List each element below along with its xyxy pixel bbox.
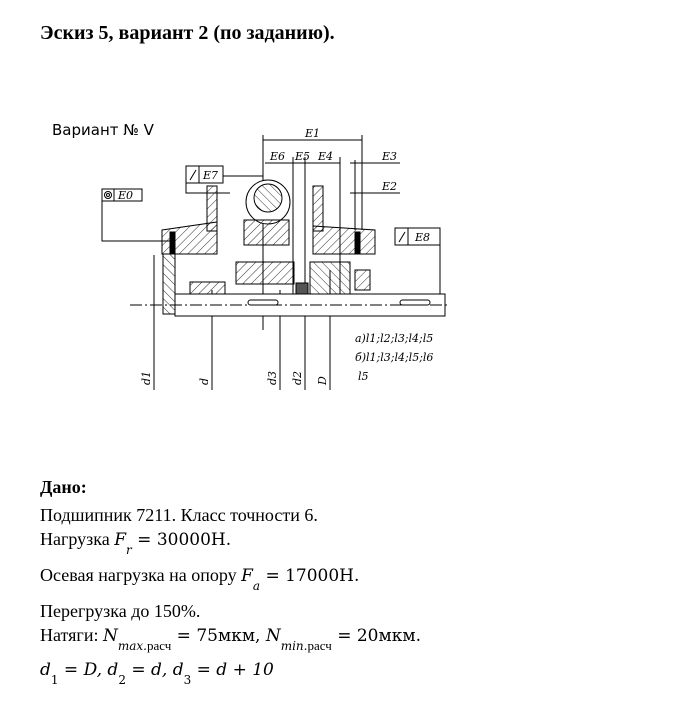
page-title: Эскиз 5, вариант 2 (по заданию). <box>40 22 335 44</box>
subscript: min. <box>280 639 308 653</box>
label: Осевая нагрузка на опору <box>40 565 242 585</box>
housing <box>130 179 450 317</box>
symbol: F <box>241 566 253 586</box>
technical-drawing: Вариант № V <box>52 121 450 390</box>
subscript: a <box>252 579 261 593</box>
symbol: N <box>265 626 281 646</box>
value: = d + 10 <box>191 660 274 680</box>
subscript: max. <box>117 639 147 653</box>
dim-d2: d2 <box>291 371 304 385</box>
label: Нагрузка <box>40 529 115 549</box>
dim-e3: E3 <box>381 150 397 163</box>
dimension-labels: E1 E6 E5 E4 E3 E2 E7 E0 E8 d1 d d3 d2 D … <box>117 127 433 386</box>
value: = 75мкм, <box>171 626 266 646</box>
symbol: d <box>107 660 119 680</box>
dim-d: d <box>198 378 211 385</box>
note-l5: l5 <box>358 370 369 383</box>
note-a: а)l1;l2;l3;l4;l5 <box>355 332 433 345</box>
axial-load: Осевая нагрузка на опору Fa = 17000H. <box>40 565 360 592</box>
dim-e8: E8 <box>414 231 430 244</box>
overload: Перегрузка до 150%. <box>40 601 201 621</box>
dim-e5: E5 <box>294 150 310 163</box>
symbol: d <box>40 660 51 680</box>
bearing-info: Подшипник 7211. Класс точности 6. <box>40 505 318 525</box>
dim-d1: d1 <box>140 371 153 385</box>
dim-e1: E1 <box>304 127 320 140</box>
value: = D, <box>58 660 108 680</box>
given-heading: Дано: <box>40 477 87 497</box>
value: = 30000H. <box>131 530 232 550</box>
dim-e6: E6 <box>269 150 285 163</box>
symbol: N <box>102 626 118 646</box>
diameter-relations: d1 = D, d2 = d, d3 = d + 10 <box>40 660 274 687</box>
value: = 17000H. <box>260 566 360 586</box>
subscript: 3 <box>183 673 192 687</box>
dim-e7: E7 <box>202 169 218 182</box>
label: Натяги: <box>40 625 103 645</box>
subscript: 2 <box>118 673 126 687</box>
radial-load: Нагрузка Fr = 30000H. <box>40 529 232 556</box>
variant-label: Вариант № V <box>52 121 155 139</box>
dim-d3: d3 <box>266 371 279 385</box>
dim-e2: E2 <box>381 180 397 193</box>
subscript: расч <box>146 638 172 653</box>
value: = 20мкм. <box>331 626 421 646</box>
symbol: d <box>172 660 184 680</box>
subscript: r <box>126 543 132 557</box>
subscript: 1 <box>50 673 59 687</box>
symbol: F <box>114 530 127 550</box>
dim-D: D <box>316 376 329 386</box>
interference: Натяги: Nmax.расч = 75мкм, Nmin.расч = 2… <box>40 625 421 652</box>
tolerance-frames <box>101 165 441 246</box>
subscript: расч <box>307 638 332 653</box>
note-b: б)l1;l3;l4;l5;l6 <box>355 351 433 364</box>
value: = d, <box>125 660 173 680</box>
dim-e0: E0 <box>117 189 133 202</box>
dim-e4: E4 <box>317 150 333 163</box>
